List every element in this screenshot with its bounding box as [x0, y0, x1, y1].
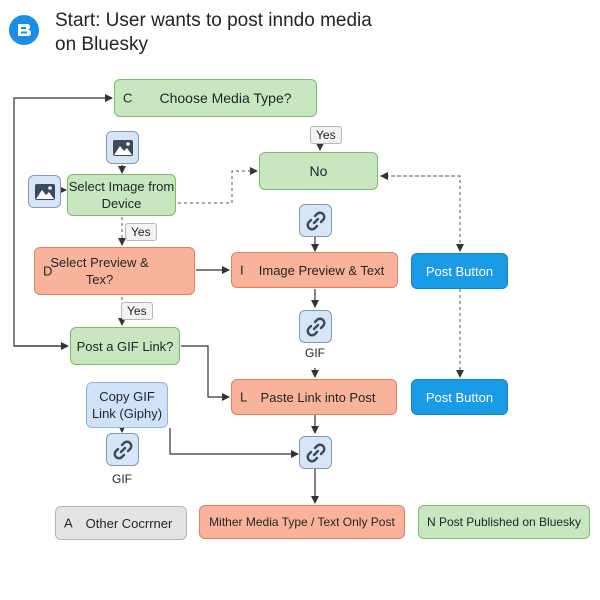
no-node: No [259, 152, 378, 190]
select-preview-node: D Select Preview & Tex? [34, 247, 195, 295]
post-gif-link-node: Post a GIF Link? [70, 327, 180, 365]
copy-gif-link-node: Copy GIF Link (Giphy) [86, 382, 168, 428]
post-published-label: N Post Published on Bluesky [426, 514, 582, 529]
no-label: No [309, 162, 328, 179]
post-button-1-label: Post Button [425, 263, 494, 279]
post-button-1[interactable]: Post Button [411, 253, 508, 289]
select-image-node: Select Image from Device [67, 174, 176, 216]
image-icon [106, 131, 139, 164]
select-preview-prefix: D [43, 263, 53, 279]
post-gif-label: Post a GIF Link? [76, 338, 174, 354]
other-corner-node: A Other Cocrrner [55, 506, 187, 540]
mither-media-label: Mither Media Type / Text Only Post [209, 514, 395, 529]
select-preview-label: Select Preview & Tex? [50, 255, 149, 287]
paste-link-label: Paste Link into Post [260, 389, 376, 405]
post-button-2[interactable]: Post Button [411, 379, 508, 415]
other-corner-prefix: A [64, 515, 73, 531]
post-button-2-label: Post Button [425, 389, 494, 405]
bluesky-logo-icon [9, 15, 39, 45]
select-image-label: Select Image from Device [68, 179, 175, 211]
paste-link-prefix: L [240, 389, 248, 405]
choose-media-prefix: C [123, 90, 133, 106]
page-title: Start: User wants to post inndo media on… [55, 10, 372, 55]
image-icon [28, 175, 61, 208]
yes-tag-1: Yes [125, 223, 157, 241]
gif-caption-1: GIF [305, 346, 325, 360]
choose-media-label: Choose Media Type? [159, 89, 292, 106]
mither-media-node: Mither Media Type / Text Only Post [199, 505, 405, 539]
link-icon [299, 310, 332, 343]
copy-gif-label: Copy GIF Link (Giphy) [91, 389, 163, 421]
image-preview-node: I Image Preview & Text [231, 252, 398, 288]
choose-media-type-node: C Choose Media Type? [114, 79, 317, 117]
paste-link-node: L Paste Link into Post [231, 379, 397, 415]
link-icon [299, 204, 332, 237]
yes-tag-2: Yes [121, 302, 153, 320]
other-corner-label: Other Cocrrner [85, 515, 173, 531]
gif-caption-2: GIF [112, 472, 132, 486]
link-icon [106, 433, 139, 466]
image-preview-label: Image Preview & Text [258, 262, 385, 278]
link-icon [299, 436, 332, 469]
image-preview-prefix: I [240, 262, 244, 278]
yes-tag-top: Yes [310, 126, 342, 144]
post-published-node: N Post Published on Bluesky [418, 505, 590, 539]
